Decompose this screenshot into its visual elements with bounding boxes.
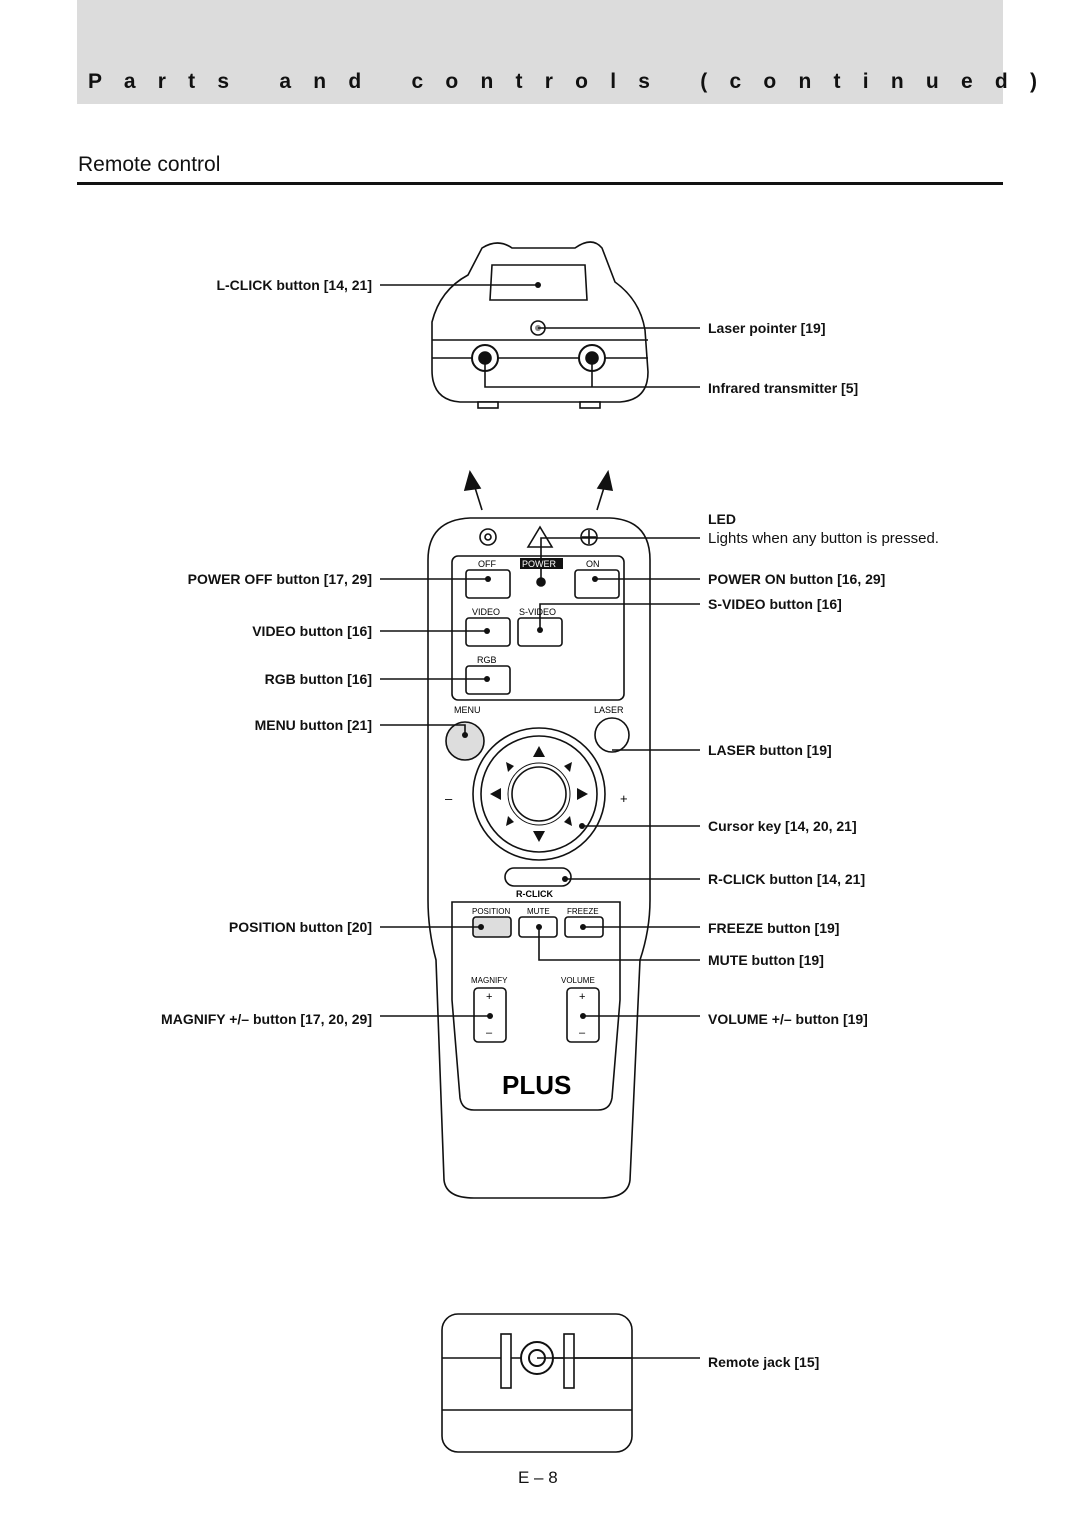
magnify-plus: + (486, 991, 492, 1003)
on-label: ON (586, 559, 600, 569)
laser-label: LASER (594, 705, 624, 715)
remote-body-labels: OFF POWER ON VIDEO S-VIDEO RGB MENU LASE… (445, 559, 628, 1100)
video-label: VIDEO (472, 607, 500, 617)
off-label: OFF (478, 559, 496, 569)
svideo-callout: S-VIDEO button [16] (708, 596, 842, 612)
section-rule (77, 182, 1003, 185)
remote-top-view (431, 241, 649, 409)
menu-label: MENU (454, 705, 481, 715)
mute-label: MUTE (527, 907, 550, 916)
page-header-title: P a r t s a n d c o n t r o l s ( c o n … (88, 70, 1046, 93)
leader-lines (380, 284, 700, 1359)
power-off-callout: POWER OFF button [17, 29] (187, 571, 372, 587)
header-band (77, 0, 1003, 104)
led-callout-title: LED (708, 511, 736, 527)
page-number: E – 8 (518, 1468, 558, 1487)
svideo-label: S-VIDEO (519, 607, 556, 617)
volume-callout: VOLUME +/– button [19] (708, 1011, 868, 1027)
laser-button-callout: LASER button [19] (708, 742, 832, 758)
plus-label: + (620, 791, 628, 806)
magnify-callout: MAGNIFY +/– button [17, 20, 29] (161, 1011, 372, 1027)
cursor-callout: Cursor key [14, 20, 21] (708, 818, 857, 834)
magnify-minus: – (486, 1027, 493, 1039)
magnify-label: MAGNIFY (471, 976, 508, 985)
power-on-callout: POWER ON button [16, 29] (708, 571, 886, 587)
led-callout-desc: Lights when any button is pressed. (708, 530, 939, 547)
ir-arrows (463, 469, 614, 511)
position-label: POSITION (472, 907, 510, 916)
leader-dots (462, 282, 598, 1019)
cursor-arrows (490, 746, 588, 842)
power-label: POWER (522, 559, 557, 569)
freeze-label: FREEZE (567, 907, 599, 916)
freeze-callout: FREEZE button [19] (708, 920, 840, 936)
volume-label: VOLUME (561, 976, 595, 985)
rgb-callout: RGB button [16] (264, 671, 372, 687)
minus-label: – (445, 791, 453, 806)
menu-callout: MENU button [21] (254, 717, 372, 733)
video-callout: VIDEO button [16] (252, 623, 372, 639)
position-callout: POSITION button [20] (228, 919, 372, 935)
brand-logo: PLUS (502, 1070, 571, 1100)
remote-jack-view (441, 1313, 633, 1453)
volume-minus: – (579, 1027, 586, 1039)
rclick-callout: R-CLICK button [14, 21] (708, 871, 866, 887)
rgb-label: RGB (477, 655, 497, 665)
rclick-label: R-CLICK (516, 889, 553, 899)
volume-plus: + (579, 991, 585, 1003)
mute-callout: MUTE button [19] (708, 952, 824, 968)
section-title: Remote control (78, 153, 221, 176)
remote-jack-callout: Remote jack [15] (708, 1354, 820, 1370)
laser-pointer-callout: Laser pointer [19] (708, 320, 826, 336)
infrared-callout: Infrared transmitter [5] (708, 380, 859, 396)
lclick-callout: L-CLICK button [14, 21] (216, 277, 372, 293)
